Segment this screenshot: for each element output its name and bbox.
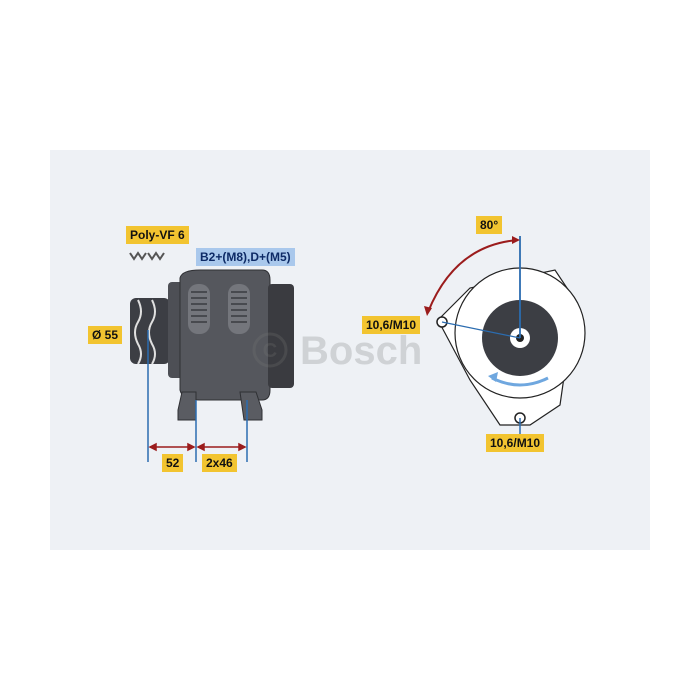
mount-left-label: 10,6/M10 — [362, 316, 421, 334]
mount-bottom-label: 10,6/M10 — [486, 434, 545, 452]
belt-icon — [129, 251, 165, 261]
angle-label: 80° — [476, 216, 503, 234]
pulley — [130, 298, 170, 365]
alternator-body — [168, 269, 294, 421]
svg-text:Bosch: Bosch — [300, 329, 422, 373]
front-view — [424, 236, 586, 440]
dimension-lines — [147, 330, 248, 462]
terminals-label: B2+(M8),D+(M5) — [196, 248, 295, 266]
svg-text:C: C — [263, 340, 277, 362]
watermark: C Bosch — [252, 329, 422, 373]
dimension-arrows — [148, 442, 247, 452]
dimension-a-label: 52 — [162, 454, 184, 472]
belt-type-label: Poly-VF 6 — [126, 226, 189, 244]
dimension-b-label: 2x46 — [202, 454, 237, 472]
pulley-diameter-label: Ø 55 — [88, 326, 123, 344]
